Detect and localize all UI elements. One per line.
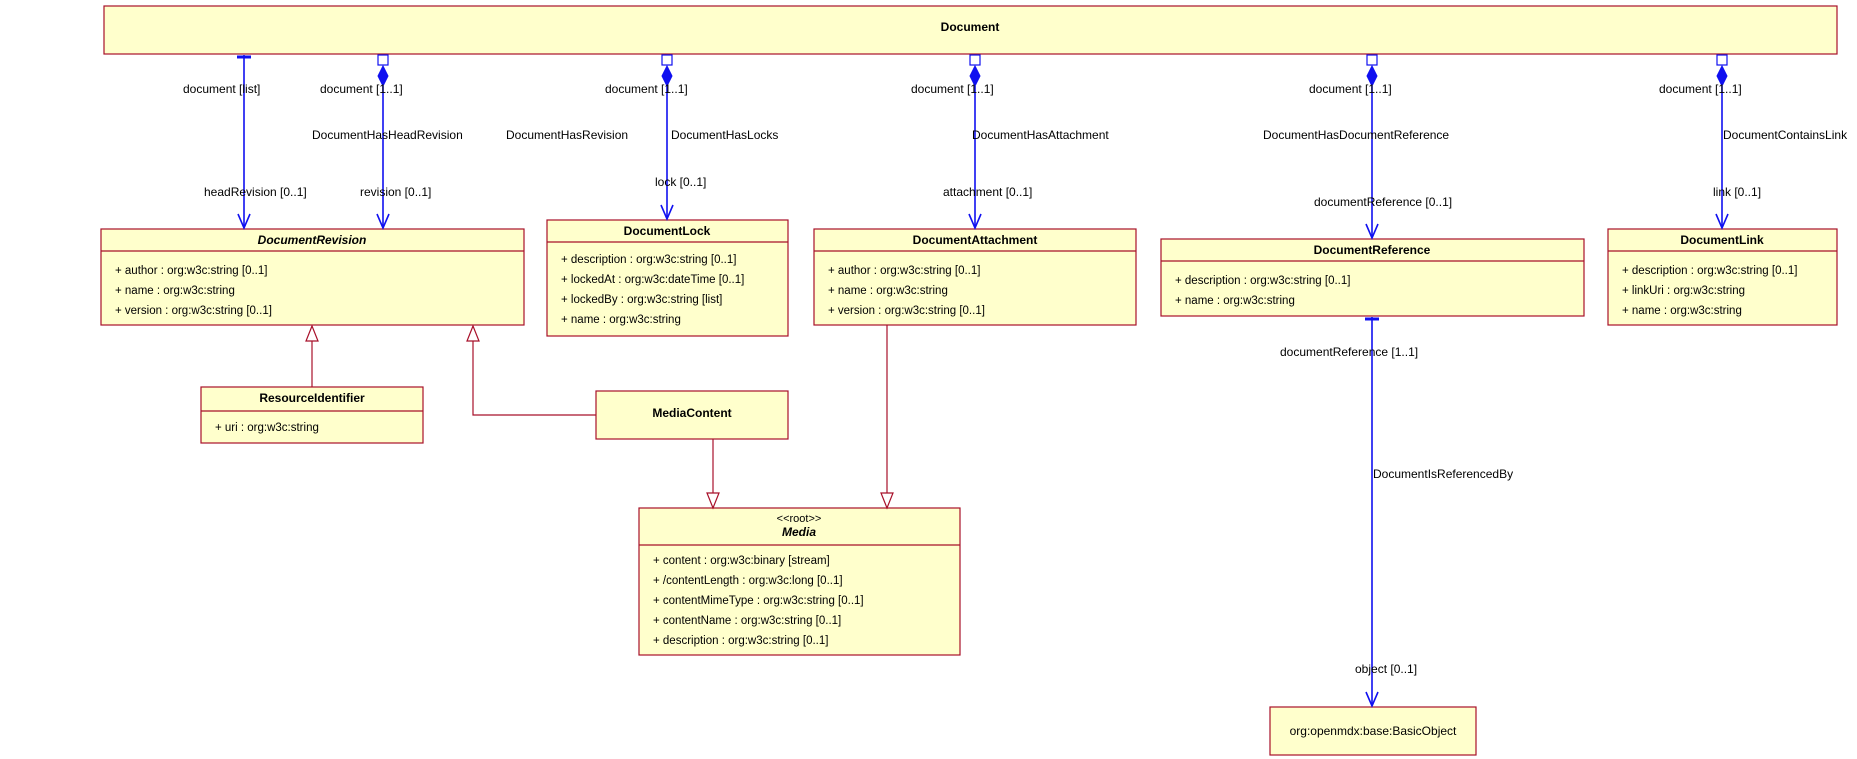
association-name: DocumentHasLocks — [671, 128, 778, 142]
association-name: DocumentHasRevision — [506, 128, 628, 142]
class-resource-identifier[interactable]: ResourceIdentifier + uri : org:w3c:strin… — [200, 386, 424, 444]
attribute: + author : org:w3c:string [0..1] — [115, 265, 267, 277]
attribute: + description : org:w3c:string [0..1] — [1175, 275, 1350, 287]
association-name: DocumentHasHeadRevision — [312, 128, 463, 142]
association-has-document-reference — [1365, 54, 1379, 241]
attribute: + lockedBy : org:w3c:string [list] — [561, 294, 722, 306]
generalization-media-content-revision — [466, 324, 596, 416]
association-contains-link — [1715, 54, 1729, 231]
role-label: revision [0..1] — [360, 185, 431, 199]
class-document-lock[interactable]: DocumentLock + description : org:w3c:str… — [546, 219, 789, 337]
role-label: document [1..1] — [605, 82, 688, 96]
class-media[interactable]: <<root>> Media + content : org:w3c:binar… — [638, 507, 961, 656]
association-head-revision — [237, 55, 251, 231]
role-label: lock [0..1] — [655, 175, 706, 189]
class-document-revision-name: DocumentRevision — [258, 233, 367, 247]
association-has-attachment — [968, 54, 982, 231]
attribute: + contentName : org:w3c:string [0..1] — [653, 615, 841, 627]
class-media-stereotype: <<root>> — [777, 513, 822, 525]
class-basic-object[interactable]: org:openmdx:base:BasicObject — [1269, 706, 1477, 756]
role-label: attachment [0..1] — [943, 185, 1032, 199]
generalization-resource-identifier — [305, 324, 319, 387]
class-media-content[interactable]: MediaContent — [595, 390, 789, 440]
class-document-attachment[interactable]: DocumentAttachment + author : org:w3c:st… — [813, 228, 1137, 326]
class-document[interactable]: Document — [103, 5, 1838, 55]
association-has-head-revision — [376, 54, 390, 231]
class-document-lock-name: DocumentLock — [624, 224, 711, 238]
attribute: + name : org:w3c:string — [115, 285, 235, 297]
attribute: + description : org:w3c:string [0..1] — [653, 635, 828, 647]
role-label: documentReference [1..1] — [1280, 345, 1418, 359]
role-label: document [list] — [183, 82, 260, 96]
class-basic-object-name: org:openmdx:base:BasicObject — [1290, 724, 1457, 738]
class-media-name: Media — [782, 525, 816, 539]
association-has-locks — [660, 54, 674, 222]
association-name: DocumentHasAttachment — [972, 128, 1109, 142]
attribute: + version : org:w3c:string [0..1] — [828, 305, 985, 317]
association-name: DocumentContainsLink — [1723, 128, 1848, 142]
attribute: + author : org:w3c:string [0..1] — [828, 265, 980, 277]
role-label: document [1..1] — [911, 82, 994, 96]
role-label: document [1..1] — [1659, 82, 1742, 96]
attribute: + lockedAt : org:w3c:dateTime [0..1] — [561, 274, 744, 286]
attribute: + content : org:w3c:binary [stream] — [653, 555, 830, 567]
class-resource-identifier-name: ResourceIdentifier — [259, 391, 365, 405]
role-label: documentReference [0..1] — [1314, 195, 1452, 209]
attribute: + name : org:w3c:string — [561, 314, 681, 326]
role-label: object [0..1] — [1355, 662, 1417, 676]
attribute: + /contentLength : org:w3c:long [0..1] — [653, 575, 843, 587]
generalization-media-content-media — [706, 439, 720, 510]
association-name: DocumentHasDocumentReference — [1263, 128, 1449, 142]
attribute: + name : org:w3c:string — [828, 285, 948, 297]
class-document-link[interactable]: DocumentLink + description : org:w3c:str… — [1607, 228, 1838, 326]
attribute: + description : org:w3c:string [0..1] — [1622, 265, 1797, 277]
class-document-reference[interactable]: DocumentReference + description : org:w3… — [1160, 238, 1585, 317]
generalization-attachment-media — [880, 325, 894, 510]
attribute: + name : org:w3c:string — [1622, 305, 1742, 317]
attribute: + linkUri : org:w3c:string — [1622, 285, 1745, 297]
class-document-revision[interactable]: DocumentRevision + author : org:w3c:stri… — [100, 228, 525, 326]
association-is-referenced-by — [1365, 317, 1379, 709]
attribute: + description : org:w3c:string [0..1] — [561, 254, 736, 266]
role-label: document [1..1] — [320, 82, 403, 96]
class-document-reference-name: DocumentReference — [1314, 243, 1431, 257]
role-label: link [0..1] — [1713, 185, 1761, 199]
attribute: + contentMimeType : org:w3c:string [0..1… — [653, 595, 864, 607]
attribute: + uri : org:w3c:string — [215, 422, 319, 434]
class-document-attachment-name: DocumentAttachment — [913, 233, 1038, 247]
class-document-link-name: DocumentLink — [1680, 233, 1764, 247]
class-document-name: Document — [941, 20, 1000, 34]
attribute: + name : org:w3c:string — [1175, 295, 1295, 307]
association-name: DocumentIsReferencedBy — [1373, 467, 1513, 481]
role-label: headRevision [0..1] — [204, 185, 307, 199]
attribute: + version : org:w3c:string [0..1] — [115, 305, 272, 317]
role-label: document [1..1] — [1309, 82, 1392, 96]
class-media-content-name: MediaContent — [652, 406, 731, 420]
